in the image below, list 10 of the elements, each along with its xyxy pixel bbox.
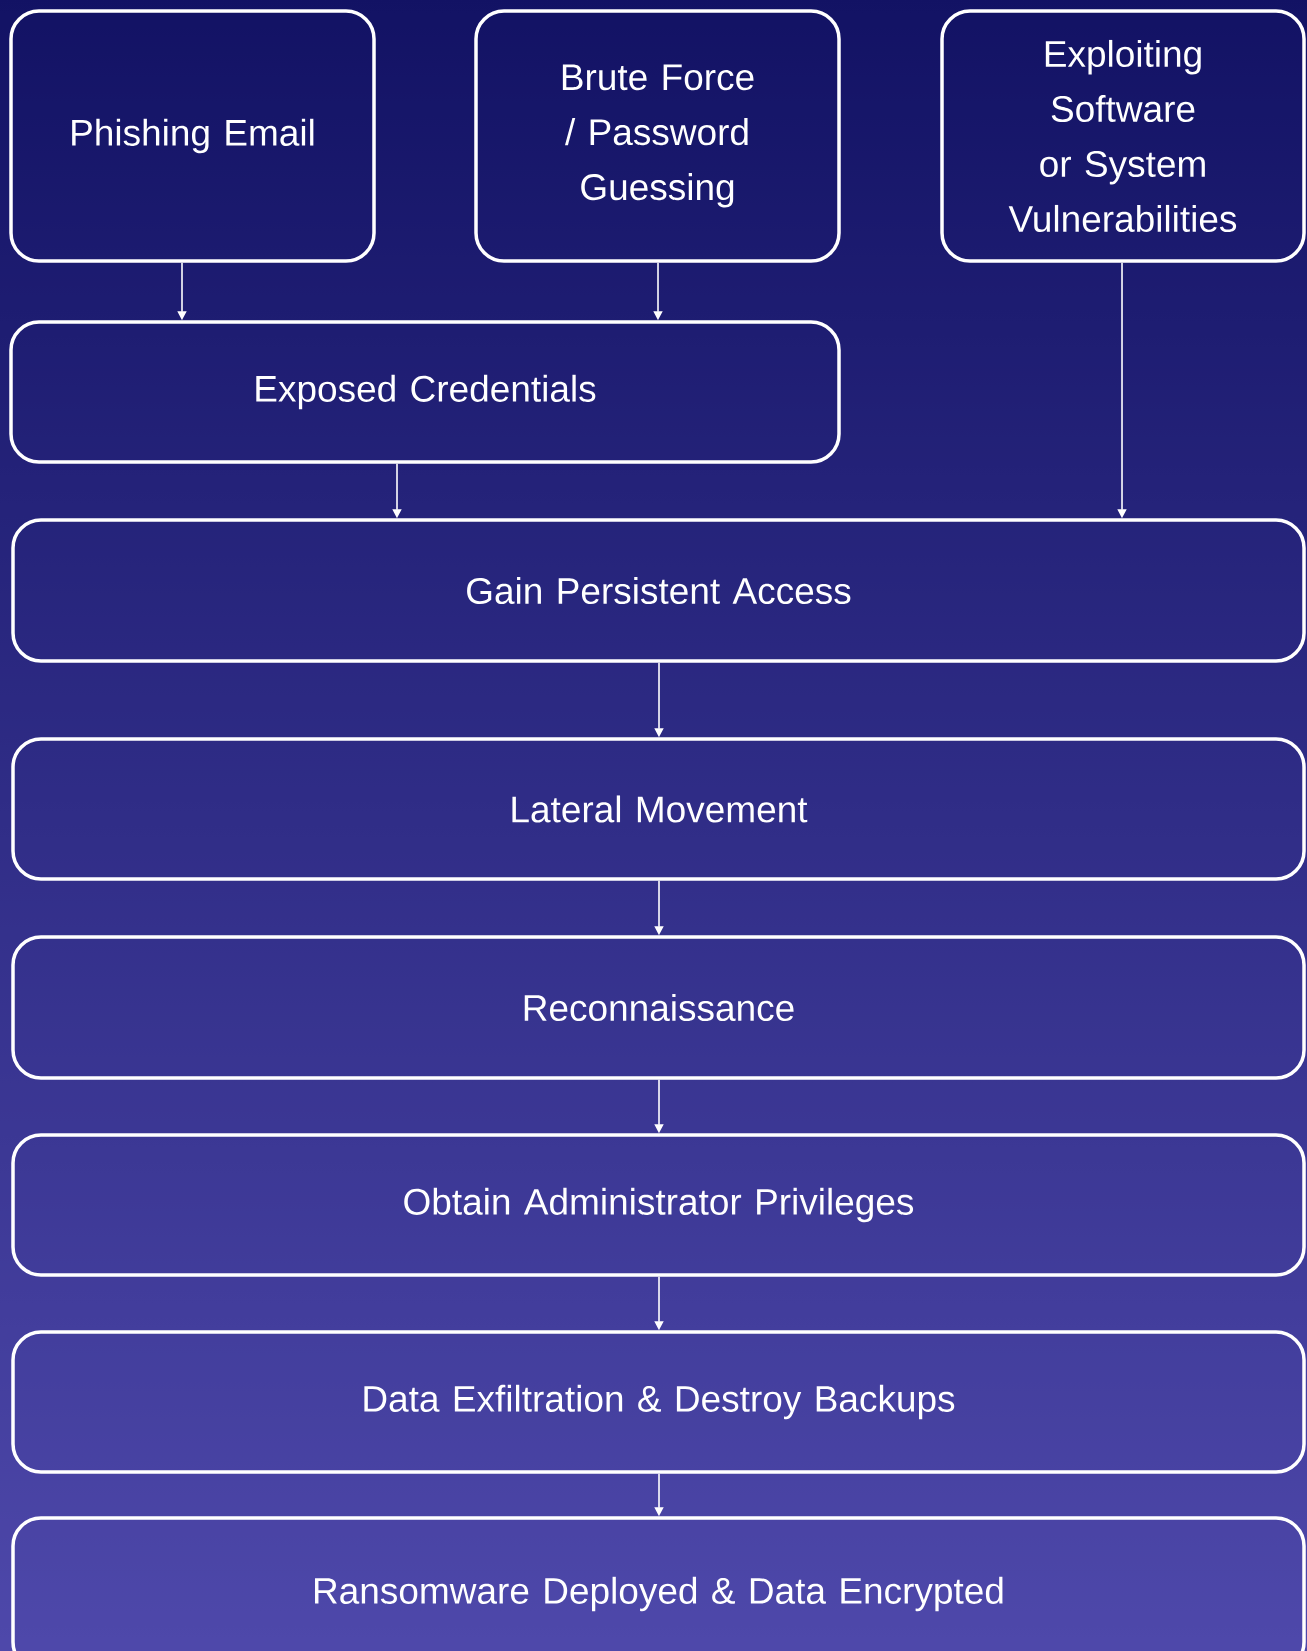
- process-box: Phishing Email: [9, 9, 376, 263]
- process-box: Lateral Movement: [11, 737, 1306, 881]
- process-box: Gain Persistent Access: [11, 518, 1306, 663]
- process-box: Ransomware Deployed & Data Encrypted: [11, 1516, 1306, 1651]
- process-box: Obtain Administrator Privileges: [11, 1133, 1306, 1277]
- process-box: Brute Force / Password Guessing: [474, 9, 841, 263]
- process-box: Exploiting Software or System Vulnerabilities: [940, 9, 1306, 263]
- process-box: Exposed Credentials: [9, 320, 841, 464]
- process-box: Data Exfiltration & Destroy Backups: [11, 1330, 1306, 1474]
- process-box: Reconnaissance: [11, 935, 1306, 1080]
